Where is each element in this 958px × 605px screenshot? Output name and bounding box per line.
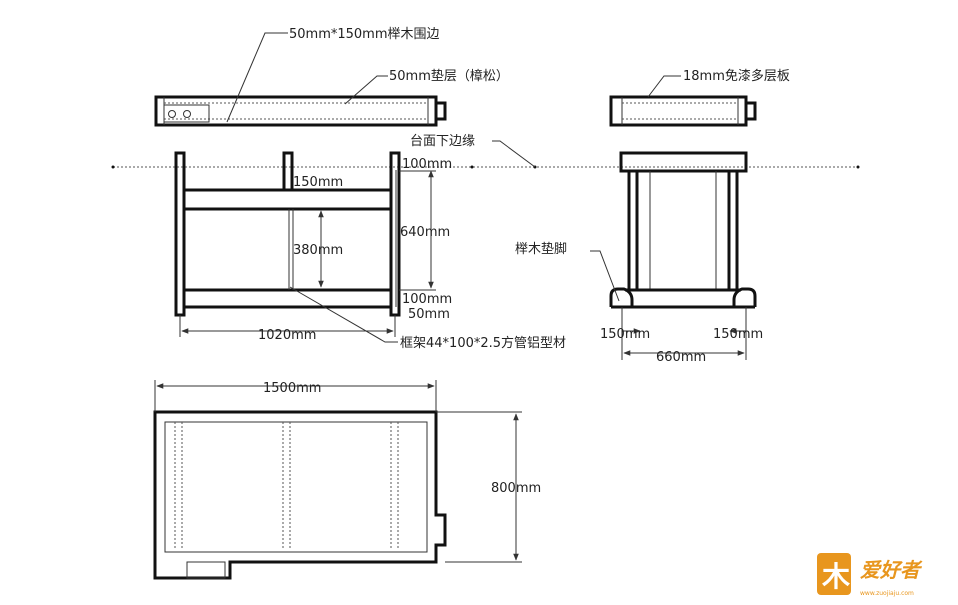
- front-vertical-dims: [318, 170, 436, 291]
- label-dim-380: 380mm: [293, 243, 343, 258]
- label-dim-640: 640mm: [400, 225, 450, 240]
- label-dim-660: 660mm: [656, 350, 706, 365]
- watermark-logo: 木 爱好者 www.zuojiaju.com: [817, 553, 923, 597]
- label-frame: 框架44*100*2.5方管铝型材: [400, 335, 566, 351]
- vise-block: [163, 104, 210, 123]
- top-view-dims: [154, 380, 522, 563]
- watermark-text: 爱好者: [860, 558, 923, 582]
- side-tabletop: [609, 95, 757, 127]
- label-foot-pad: 榉木垫脚: [515, 241, 567, 257]
- leader-lines: [226, 32, 681, 343]
- top-view: [153, 410, 447, 580]
- label-dim-100-bottom: 100mm: [402, 292, 452, 307]
- foot-pads: [609, 287, 757, 309]
- label-dim-1020: 1020mm: [258, 328, 316, 343]
- label-dim-800: 800mm: [491, 481, 541, 496]
- label-pad-layer: 50mm垫层（樟松）: [389, 68, 509, 84]
- front-tabletop: [154, 95, 447, 127]
- svg-text:木: 木: [821, 560, 850, 593]
- dim-1020-line: [179, 315, 396, 337]
- label-rim: 50mm*150mm榉木围边: [289, 27, 440, 42]
- label-table-edge: 台面下边缘: [410, 134, 475, 149]
- side-frame: [609, 151, 757, 309]
- watermark-url: www.zuojiaju.com: [860, 590, 914, 597]
- label-dim-150-right: 150mm: [713, 327, 763, 342]
- front-frame: [174, 151, 401, 317]
- label-dim-50: 50mm: [408, 307, 450, 322]
- label-dim-150: 150mm: [293, 175, 343, 190]
- label-board: 18mm免漆多层板: [683, 68, 790, 84]
- label-dim-100-top: 100mm: [402, 157, 452, 172]
- label-dim-150-left: 150mm: [600, 327, 650, 342]
- side-horizontal-dims: [621, 307, 747, 360]
- label-dim-1500: 1500mm: [263, 381, 321, 396]
